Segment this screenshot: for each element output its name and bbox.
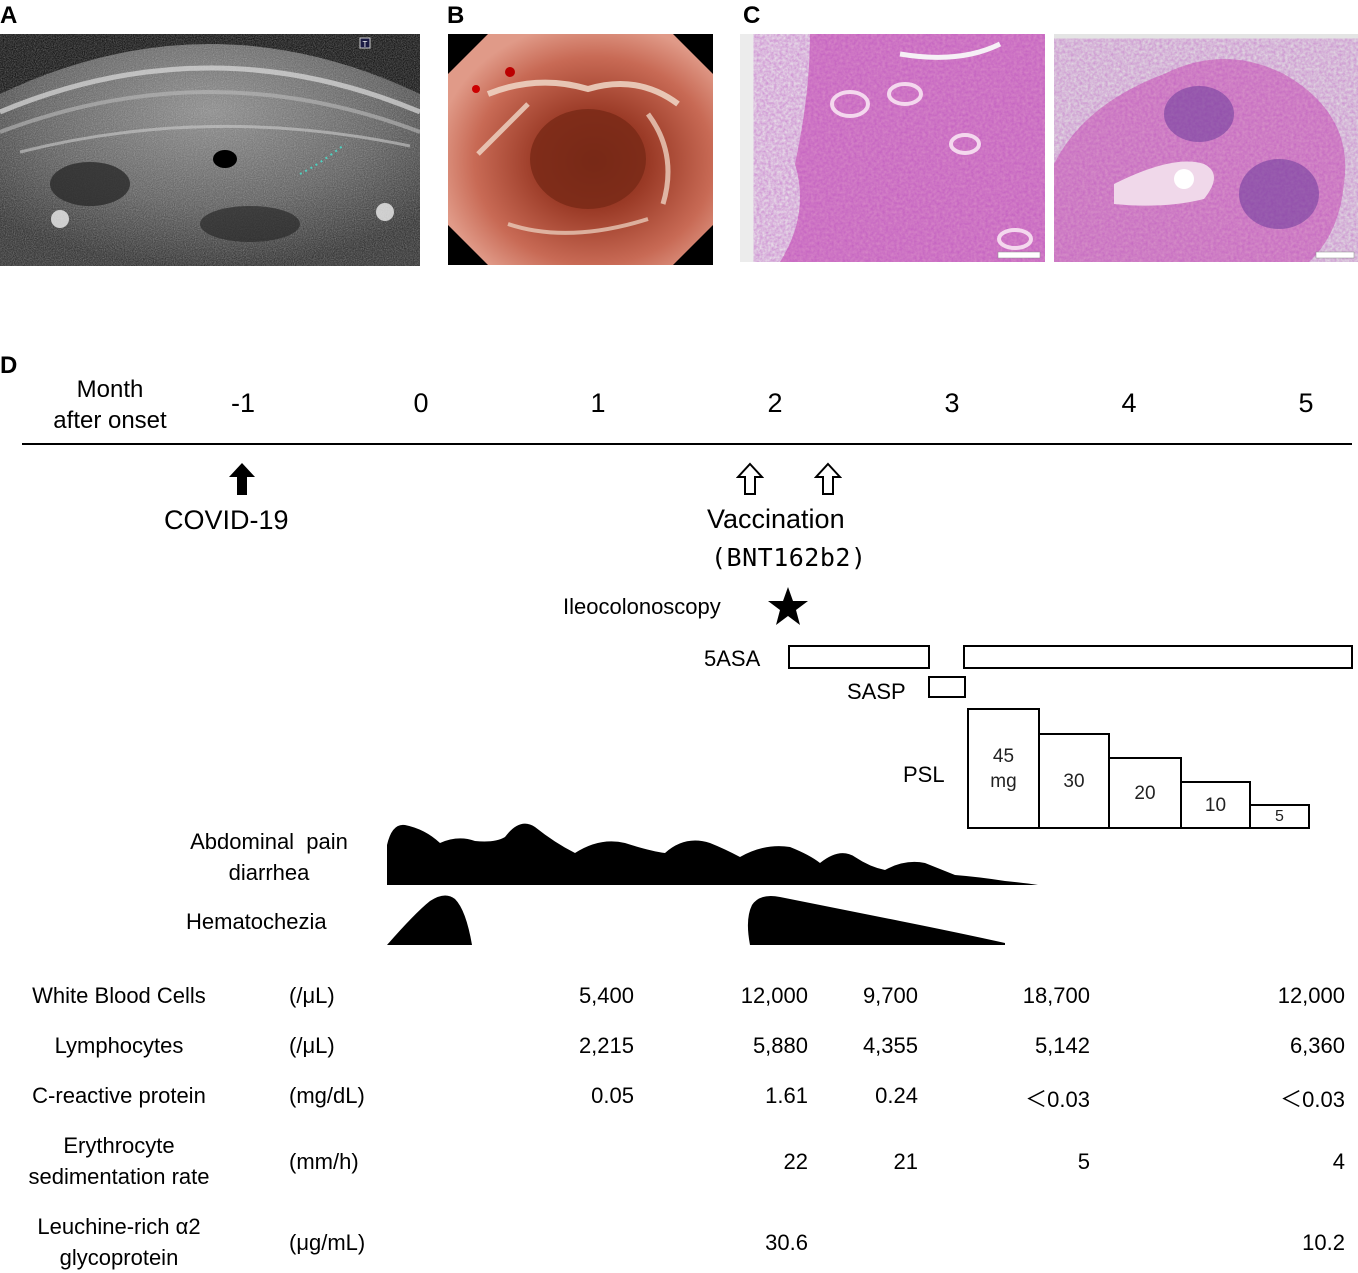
psl-dose: 10 [1204, 794, 1227, 816]
month-tick: 0 [413, 388, 429, 418]
lab-value: 9,700 [862, 983, 918, 1008]
sasp-bar [928, 676, 966, 698]
psl-dose: 20 [1134, 782, 1156, 804]
lab-value: 5,880 [752, 1033, 808, 1058]
timeline-axis-label: Month after onset [40, 374, 180, 436]
vaccine-name-label: (BNT162b2) [711, 543, 867, 572]
lab-value: 10.2 [1302, 1230, 1345, 1255]
histology-image-left [740, 34, 1045, 262]
lab-value: 12,000 [740, 983, 808, 1008]
month-tick: 4 [1121, 388, 1137, 418]
5asa-bar [963, 645, 1353, 669]
5asa-label: 5ASA [704, 646, 761, 671]
month-tick: -1 [230, 388, 256, 418]
hematochezia-label: Hematochezia [186, 909, 327, 934]
lab-value: 6,360 [1289, 1033, 1345, 1058]
lab-value: 4 [1332, 1149, 1345, 1174]
lab-value: ＜0.03 [1025, 1087, 1090, 1112]
psl-dose-step: 20 [1108, 757, 1182, 829]
5asa-bar [788, 645, 930, 669]
lab-unit: (mg/dL) [289, 1083, 365, 1108]
panel-letter-b: B [447, 2, 465, 29]
lab-name-c-reactive-protein: C-reactive protein [32, 1083, 206, 1108]
lab-name-line1: Leuchine-rich α2 [37, 1214, 201, 1239]
axis-label-line2: after onset [53, 407, 167, 434]
abdominal-line2: diarrhea [228, 860, 310, 885]
abdominal-line1: Abdominal pain [190, 829, 348, 854]
psl-dose: 5 [1275, 808, 1284, 825]
ultrasound-image: T [0, 34, 420, 266]
lab-name-esr: Erythrocyte sedimentation rate [0, 1130, 238, 1192]
vaccination-label: Vaccination [707, 504, 845, 534]
lab-value: 5 [1077, 1149, 1090, 1174]
month-tick: 3 [944, 388, 960, 418]
lab-value: ＜0.03 [1280, 1087, 1345, 1112]
histology-image-right [1054, 34, 1358, 262]
timeline-axis-line [22, 443, 1352, 445]
endoscopy-image [448, 34, 713, 265]
abdominal-symptom-curve [387, 823, 1038, 885]
ultrasound-marker: T [363, 40, 368, 49]
psl-dose-step: 45 mg [967, 708, 1040, 829]
lab-value: 21 [893, 1149, 918, 1174]
lab-name-line2: glycoprotein [59, 1245, 179, 1270]
month-tick: 5 [1298, 388, 1314, 418]
psl-dose-step: 10 [1180, 781, 1251, 829]
lab-value: 22 [783, 1149, 808, 1174]
month-tick: 2 [767, 388, 783, 418]
hematochezia-curve [387, 895, 472, 945]
lab-name-lrg: Leuchine-rich α2 glycoprotein [0, 1211, 238, 1273]
lab-name-line1: Erythrocyte [63, 1133, 175, 1158]
psl-dose: 30 [1063, 770, 1085, 792]
lab-value: 4,355 [862, 1033, 918, 1058]
lab-value: 5,142 [1034, 1033, 1090, 1058]
psl-dose-step: 30 [1038, 733, 1110, 829]
psl-dose-unit: mg [990, 770, 1017, 792]
lab-value: 18,700 [1022, 983, 1090, 1008]
sasp-label: SASP [847, 679, 906, 704]
lab-value: 0.24 [875, 1083, 918, 1108]
lab-unit: (/μL) [289, 983, 335, 1008]
lab-name-lymphocytes: Lymphocytes [54, 1033, 184, 1058]
star-icon [768, 587, 808, 625]
outline-arrow-up-icon [736, 462, 764, 495]
lab-value: 30.6 [765, 1230, 808, 1255]
psl-dose-step: 5 [1249, 804, 1310, 829]
month-tick: 1 [590, 388, 606, 418]
symptom-curves [387, 823, 1038, 945]
outline-arrow-up-icon [814, 462, 842, 495]
panel-letter-c: C [743, 2, 761, 29]
lab-value: 0.05 [591, 1083, 634, 1108]
panel-letter-d: D [0, 352, 18, 379]
filled-arrow-up-icon [229, 463, 255, 495]
lab-value: 5,400 [578, 983, 634, 1008]
lab-unit: (/μL) [289, 1033, 335, 1058]
axis-label-line1: Month [76, 376, 144, 403]
abdominal-symptom-label: Abdominal pain diarrhea [178, 826, 360, 888]
lab-unit: (μg/mL) [289, 1230, 366, 1255]
lab-value: 12,000 [1277, 983, 1345, 1008]
lab-value: 1.61 [765, 1083, 808, 1108]
psl-label: PSL [903, 762, 945, 787]
panel-letter-a: A [0, 2, 18, 29]
lab-name-white-blood-cells: White Blood Cells [32, 983, 206, 1008]
psl-dose: 45 [992, 745, 1015, 767]
lab-value: 2,215 [578, 1033, 634, 1058]
ileocolonoscopy-label: Ileocolonoscopy [563, 594, 721, 619]
covid-label: COVID-19 [164, 505, 289, 535]
lab-unit: (mm/h) [289, 1149, 359, 1174]
hematochezia-curve [747, 896, 1005, 945]
lab-name-line2: sedimentation rate [28, 1164, 210, 1189]
